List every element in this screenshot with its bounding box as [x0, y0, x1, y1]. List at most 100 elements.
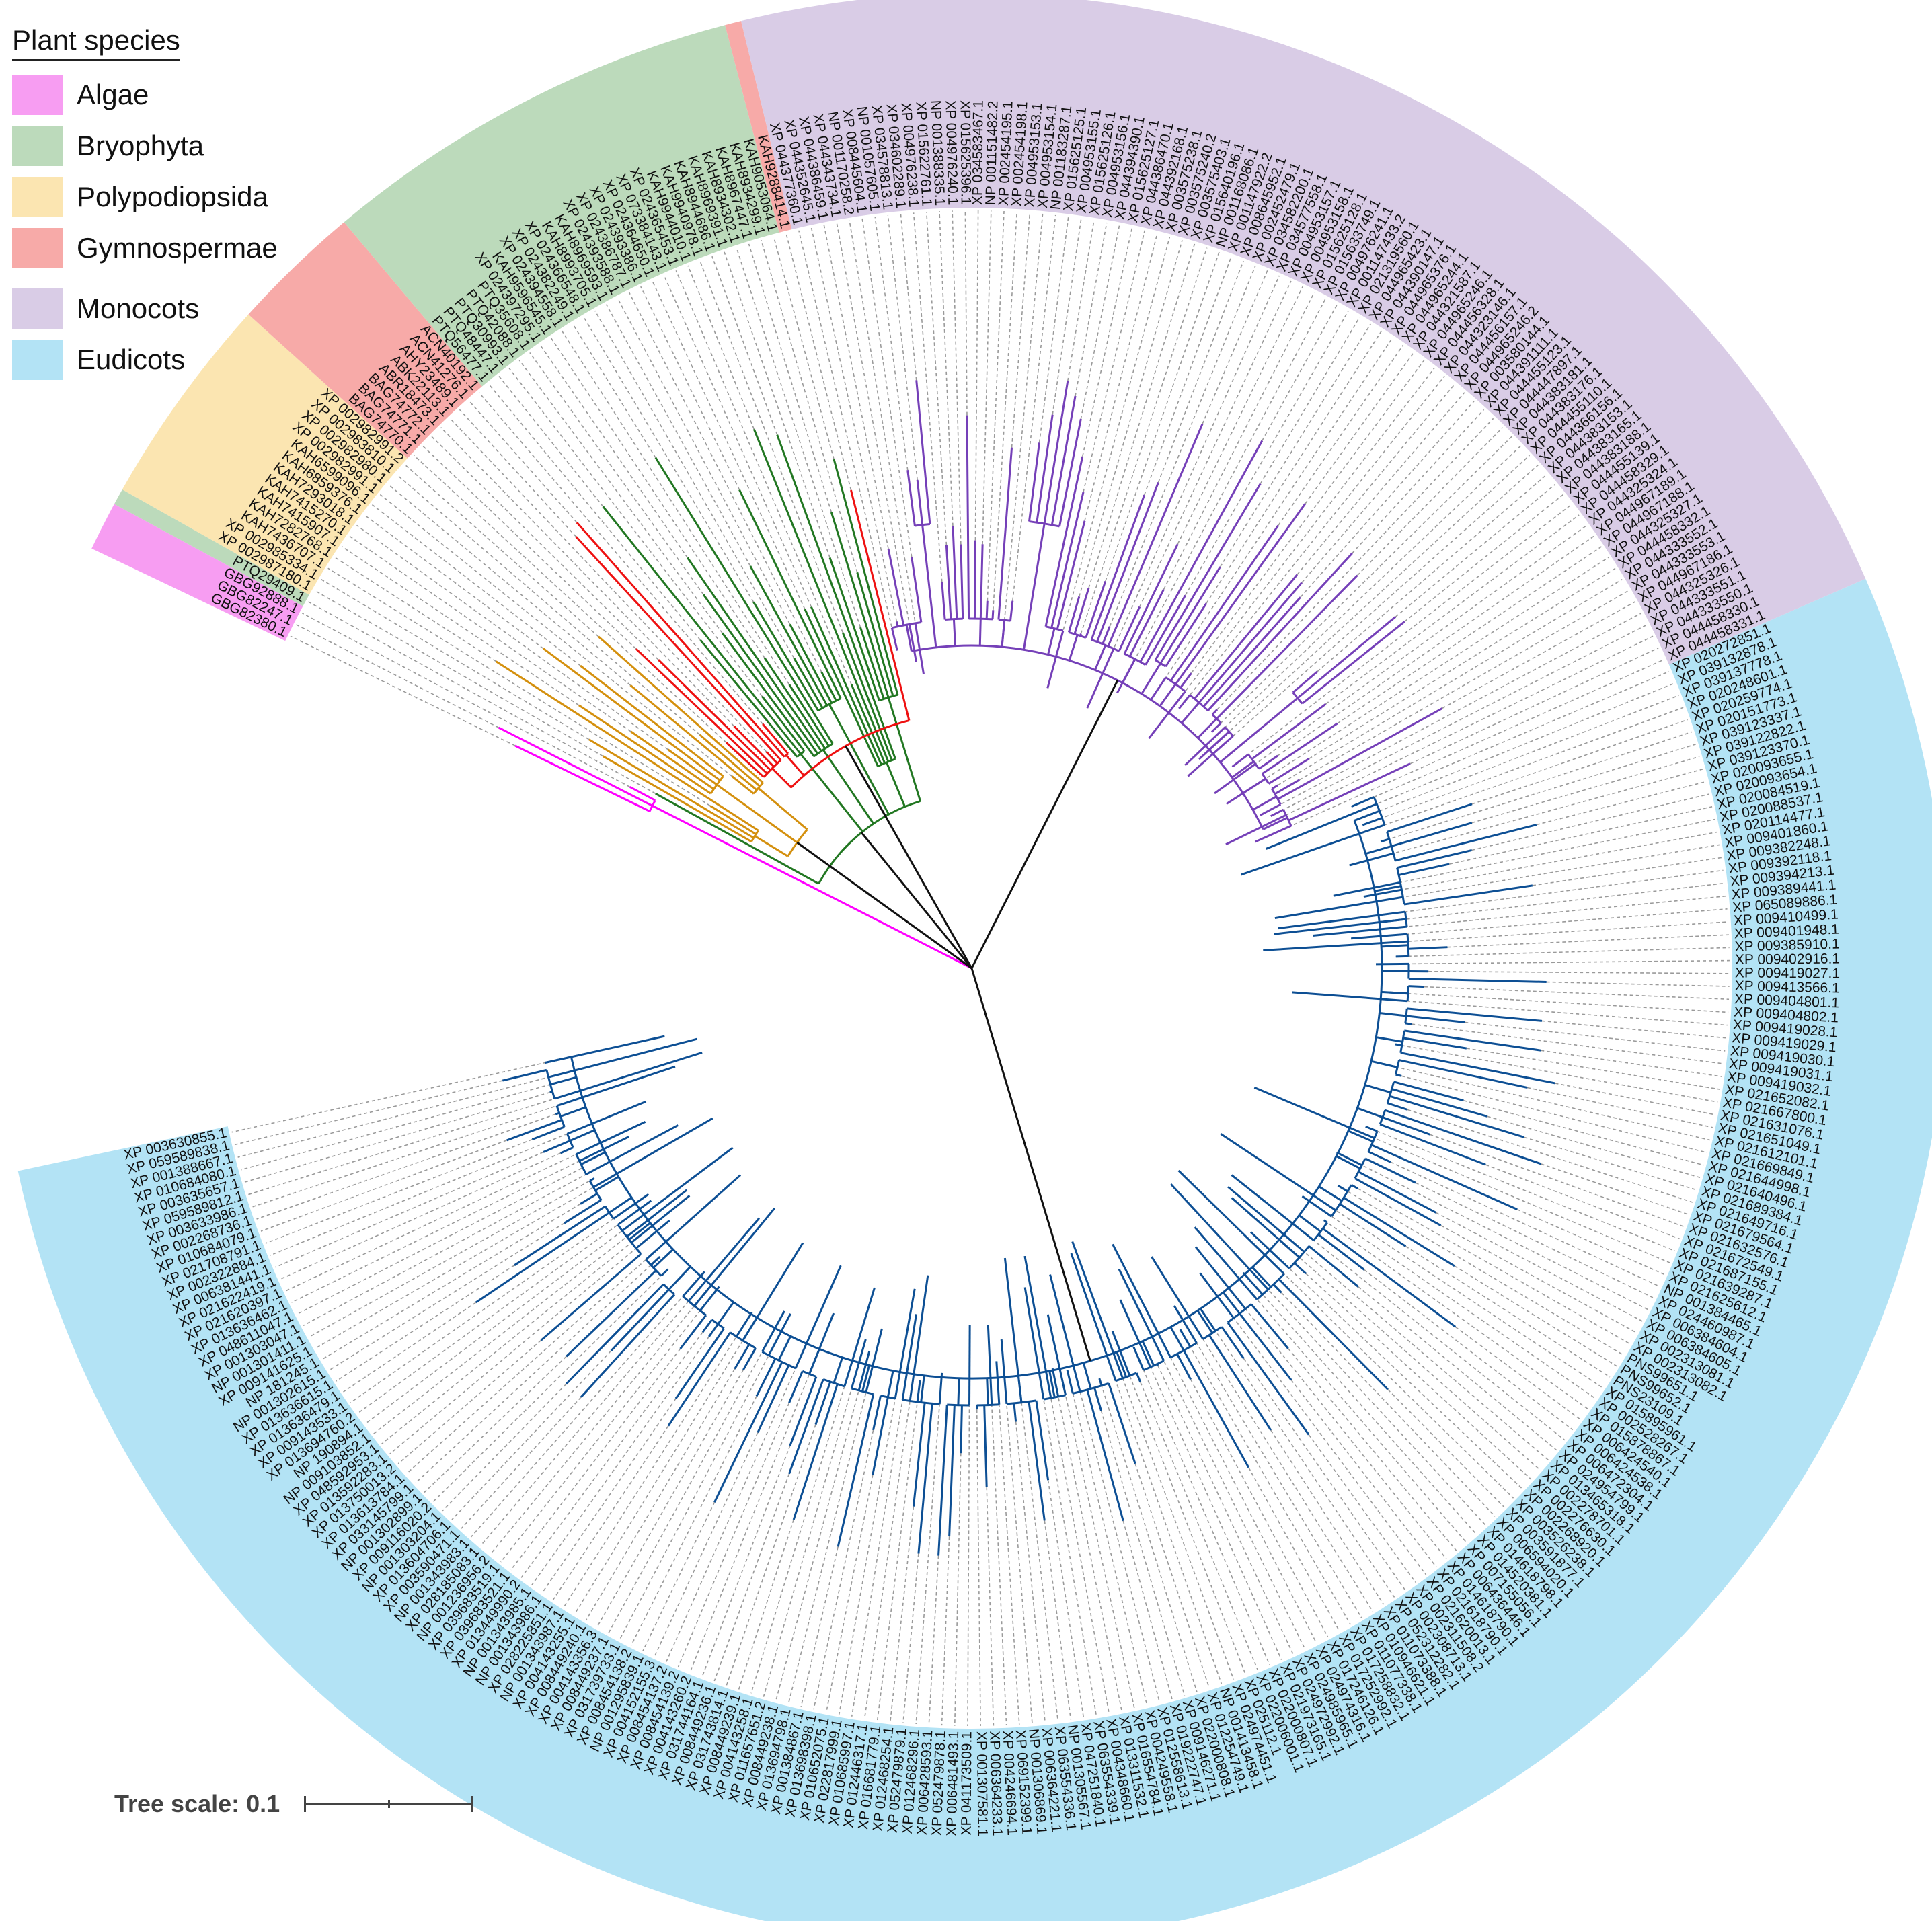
branch: [545, 1056, 572, 1064]
tip-guide-line: [1415, 1182, 1654, 1299]
tip-guide-line: [861, 218, 913, 557]
tip-guide-line: [902, 1553, 919, 1723]
tip-guide-line: [334, 557, 497, 662]
tip-guide-line: [1412, 1023, 1724, 1064]
branch: [1348, 1130, 1374, 1143]
tip-guide-line: [583, 317, 755, 602]
tree-scale: Tree scale: 0.1: [114, 1790, 474, 1818]
branch: [1278, 1278, 1389, 1390]
branch: [650, 1256, 661, 1266]
tip-guide-line: [1395, 1044, 1718, 1103]
branch: [731, 775, 755, 795]
tip-guide-line: [976, 1409, 981, 1726]
tip-guide-line: [1038, 217, 1069, 443]
tip-guide-line: [552, 1425, 669, 1600]
tip-guide-line: [343, 1302, 477, 1393]
branch: [794, 1265, 842, 1369]
tip-guide-line: [1225, 635, 1654, 845]
tip-guide-line: [701, 1445, 791, 1677]
branch-arc: [1169, 1342, 1198, 1359]
branch: [865, 1328, 883, 1393]
tip-guide-line: [1278, 344, 1404, 526]
branch: [1073, 588, 1090, 635]
tip-label: XP 034583467.1: [970, 100, 986, 205]
branch: [1180, 701, 1200, 724]
branch: [1071, 1241, 1124, 1379]
branch: [699, 1286, 720, 1312]
tip-guide-line: [431, 436, 659, 660]
tip-guide-line: [1487, 1115, 1701, 1179]
branch: [1119, 1299, 1152, 1368]
branch: [1364, 1157, 1416, 1184]
branch: [506, 1119, 562, 1142]
tip-guide-line: [1080, 247, 1208, 634]
branch: [645, 1174, 742, 1261]
tip-guide-line: [1260, 317, 1360, 484]
branch: [578, 704, 711, 795]
branch: [1044, 456, 1084, 627]
branch: [658, 659, 771, 771]
tip-guide-line: [1170, 1183, 1486, 1526]
tip-guide-line: [322, 1203, 581, 1360]
tip-guide-line: [256, 1113, 556, 1220]
branch: [1199, 1272, 1235, 1319]
branch: [1288, 762, 1411, 822]
legend-swatch-algae: [12, 75, 63, 115]
branch: [1241, 824, 1385, 876]
branch: [1159, 683, 1177, 707]
tip-guide-line: [348, 535, 631, 732]
tip-guide-line: [290, 635, 516, 746]
branch-arc: [1386, 831, 1397, 861]
branch: [960, 544, 964, 619]
tip-guide-line: [469, 400, 578, 523]
tip-guide-line: [1357, 1187, 1631, 1345]
tip-guide-line: [572, 323, 656, 459]
tip-guide-line: [1365, 1126, 1675, 1252]
branch: [1194, 1246, 1247, 1310]
branch: [789, 1376, 818, 1446]
branch-arc: [1045, 625, 1064, 632]
branch: [1082, 1362, 1092, 1389]
branch: [609, 1196, 633, 1214]
legend-label-algae: Algae: [77, 79, 149, 110]
branch: [1141, 662, 1162, 695]
branch: [597, 635, 764, 784]
branch: [987, 1325, 993, 1405]
tip-guide-line: [1455, 1326, 1581, 1420]
clade-band: [17, 578, 1932, 1921]
tip-guide-line: [315, 1118, 713, 1349]
branch: [830, 512, 890, 698]
branch: [1251, 703, 1327, 760]
branch: [887, 548, 905, 626]
tip-guide-line: [1216, 418, 1494, 710]
branch: [1023, 1255, 1052, 1399]
branch: [580, 1193, 598, 1205]
branch: [1036, 414, 1054, 523]
branch: [1251, 1266, 1272, 1288]
branch: [1395, 1073, 1402, 1077]
branch: [765, 750, 779, 765]
tip-guide-line: [1178, 375, 1445, 709]
tip-guide-line: [1080, 225, 1120, 420]
branch-arc: [1288, 1245, 1310, 1269]
branch: [1043, 381, 1069, 524]
branch: [1000, 1339, 1008, 1405]
tip-guide-line: [1226, 557, 1609, 805]
tip-guide-line: [1364, 1269, 1574, 1431]
branch: [475, 1212, 610, 1304]
tip-guide-line: [1465, 1021, 1726, 1052]
branch: [1379, 1012, 1407, 1017]
branch: [1318, 1185, 1343, 1202]
branch-arc: [1396, 867, 1405, 905]
clade-band: [725, 21, 792, 233]
tip-guide-line: [1255, 659, 1664, 842]
tip-guide-line: [876, 1380, 921, 1721]
branch: [586, 1124, 679, 1175]
branch: [1170, 1183, 1269, 1290]
branch: [1169, 1326, 1185, 1351]
tip-guide-line: [1555, 1083, 1715, 1115]
branch-arc: [617, 1224, 642, 1255]
tip-guide-line: [529, 352, 704, 595]
tip-guide-line: [1120, 1299, 1282, 1660]
tip-guide-line: [1280, 1292, 1496, 1517]
